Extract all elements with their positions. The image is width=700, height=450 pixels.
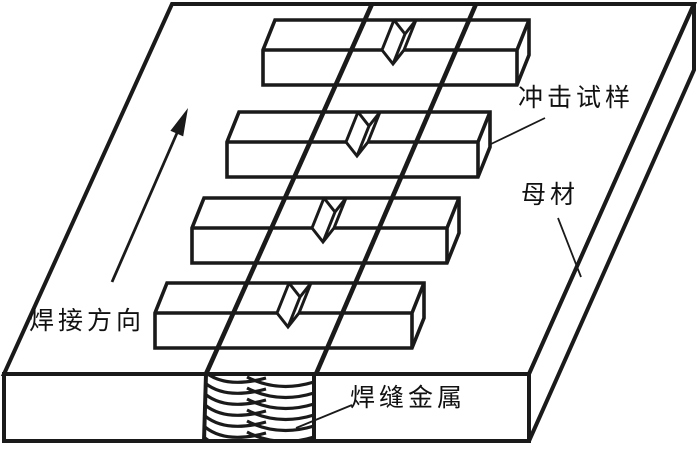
weld-bead	[202, 373, 316, 442]
weld-pass-arcs-right	[246, 375, 315, 440]
weld-bead-left-boundary	[202, 373, 208, 442]
impact-specimen-bar-4	[153, 281, 426, 350]
arrow-head-icon	[170, 108, 188, 137]
specimen-v-notch	[310, 197, 348, 245]
specimen-v-notch	[275, 282, 313, 330]
weld-seam-line-right	[313, 3, 479, 375]
specimen-edges	[192, 197, 461, 263]
leader-impact-specimen	[490, 117, 546, 145]
weld-pass-arcs-left	[204, 374, 267, 440]
weld-seam-line-left	[203, 3, 375, 375]
label-base-metal: 母材	[521, 182, 580, 209]
label-welding-direction: 焊接方向	[29, 308, 146, 335]
specimen-body	[190, 196, 461, 265]
specimen-v-notch	[380, 19, 418, 67]
impact-specimen-bar-3	[190, 196, 461, 265]
specimen-edges	[227, 111, 492, 177]
leader-base-metal	[557, 217, 582, 278]
welding-direction-arrow	[110, 108, 188, 283]
leader-lines	[295, 117, 582, 429]
impact-specimen-bar-1	[261, 18, 531, 87]
specimen-body	[225, 110, 492, 179]
specimen-edges	[155, 282, 426, 348]
specimen-body	[153, 281, 426, 350]
specimen-v-notch	[344, 111, 382, 159]
impact-specimen-bar-2	[225, 110, 492, 179]
plate-right-face	[527, 3, 696, 442]
weld-seam-lines	[203, 3, 479, 375]
leader-weld-metal	[295, 404, 353, 429]
label-impact-specimen: 冲击试样	[518, 85, 635, 112]
specimen-edges	[263, 19, 531, 85]
label-weld-metal: 焊缝金属	[350, 385, 467, 412]
arrow-shaft	[110, 132, 179, 283]
